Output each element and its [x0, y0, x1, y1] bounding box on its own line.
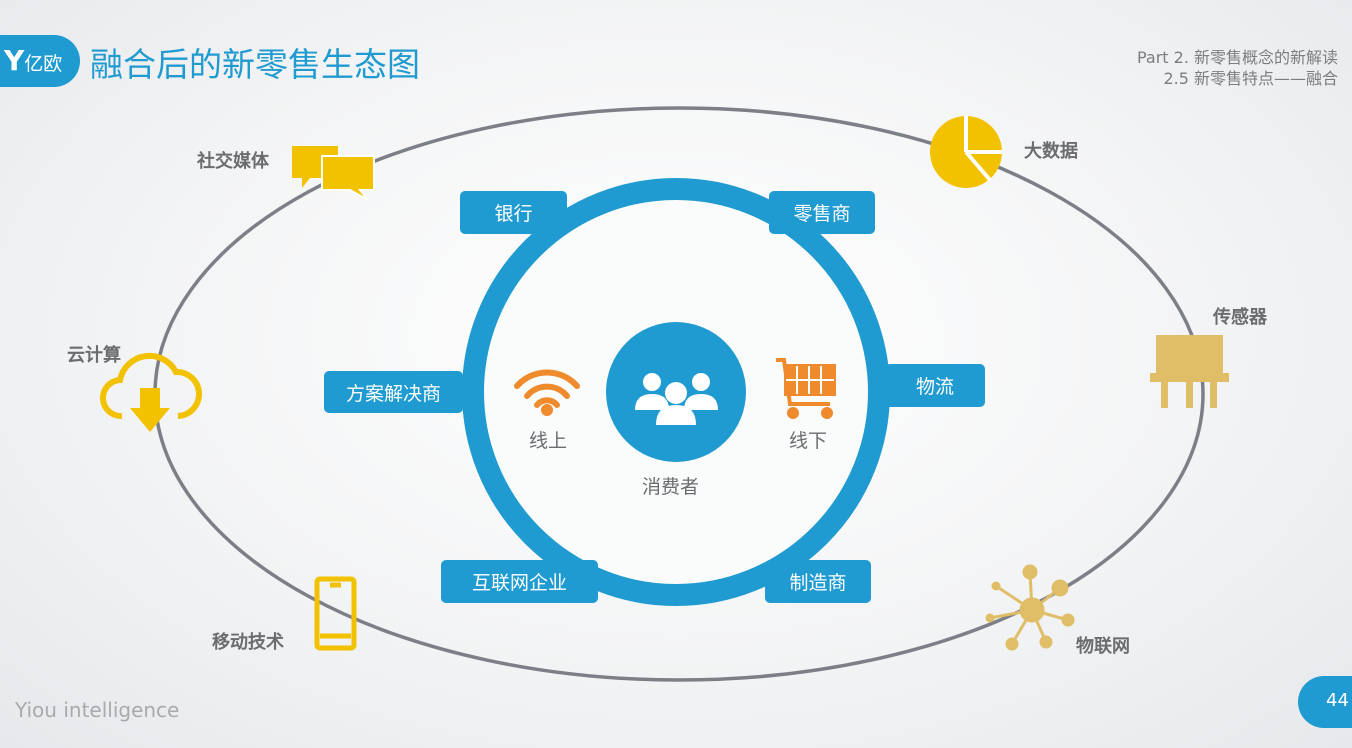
label-iot: 物联网 — [1076, 636, 1130, 657]
label-cloud: 云计算 — [67, 345, 121, 366]
box-solution-provider: 方案解决商 — [324, 371, 463, 413]
label-sensor: 传感器 — [1213, 307, 1267, 328]
pie-chart-icon — [930, 116, 1002, 188]
chat-icon — [292, 146, 375, 201]
people-icon — [635, 373, 718, 425]
consumer-label: 消费者 — [642, 476, 700, 498]
label-social-media: 社交媒体 — [197, 151, 269, 172]
box-bank: 银行 — [460, 191, 567, 234]
sensor-icon — [1150, 335, 1229, 408]
cart-icon — [776, 358, 836, 419]
cloud-download-icon — [99, 352, 202, 432]
box-retailer: 零售商 — [769, 191, 875, 234]
page-number: 44 — [1298, 676, 1352, 728]
footer-brand: Yiou intelligence — [15, 698, 180, 722]
box-manufacturer: 制造商 — [765, 560, 871, 603]
box-logistics: 物流 — [885, 364, 985, 407]
phone-icon — [314, 576, 357, 651]
network-icon — [985, 564, 1075, 651]
label-big-data: 大数据 — [1024, 141, 1078, 162]
offline-label: 线下 — [789, 430, 828, 452]
online-label: 线上 — [529, 430, 568, 452]
wifi-icon — [514, 369, 580, 416]
label-mobile: 移动技术 — [212, 632, 284, 653]
box-internet-company: 互联网企业 — [441, 560, 598, 603]
page-title: 融合后的新零售生态图 — [90, 45, 420, 84]
yiou-logo: Y亿欧 — [0, 35, 80, 87]
